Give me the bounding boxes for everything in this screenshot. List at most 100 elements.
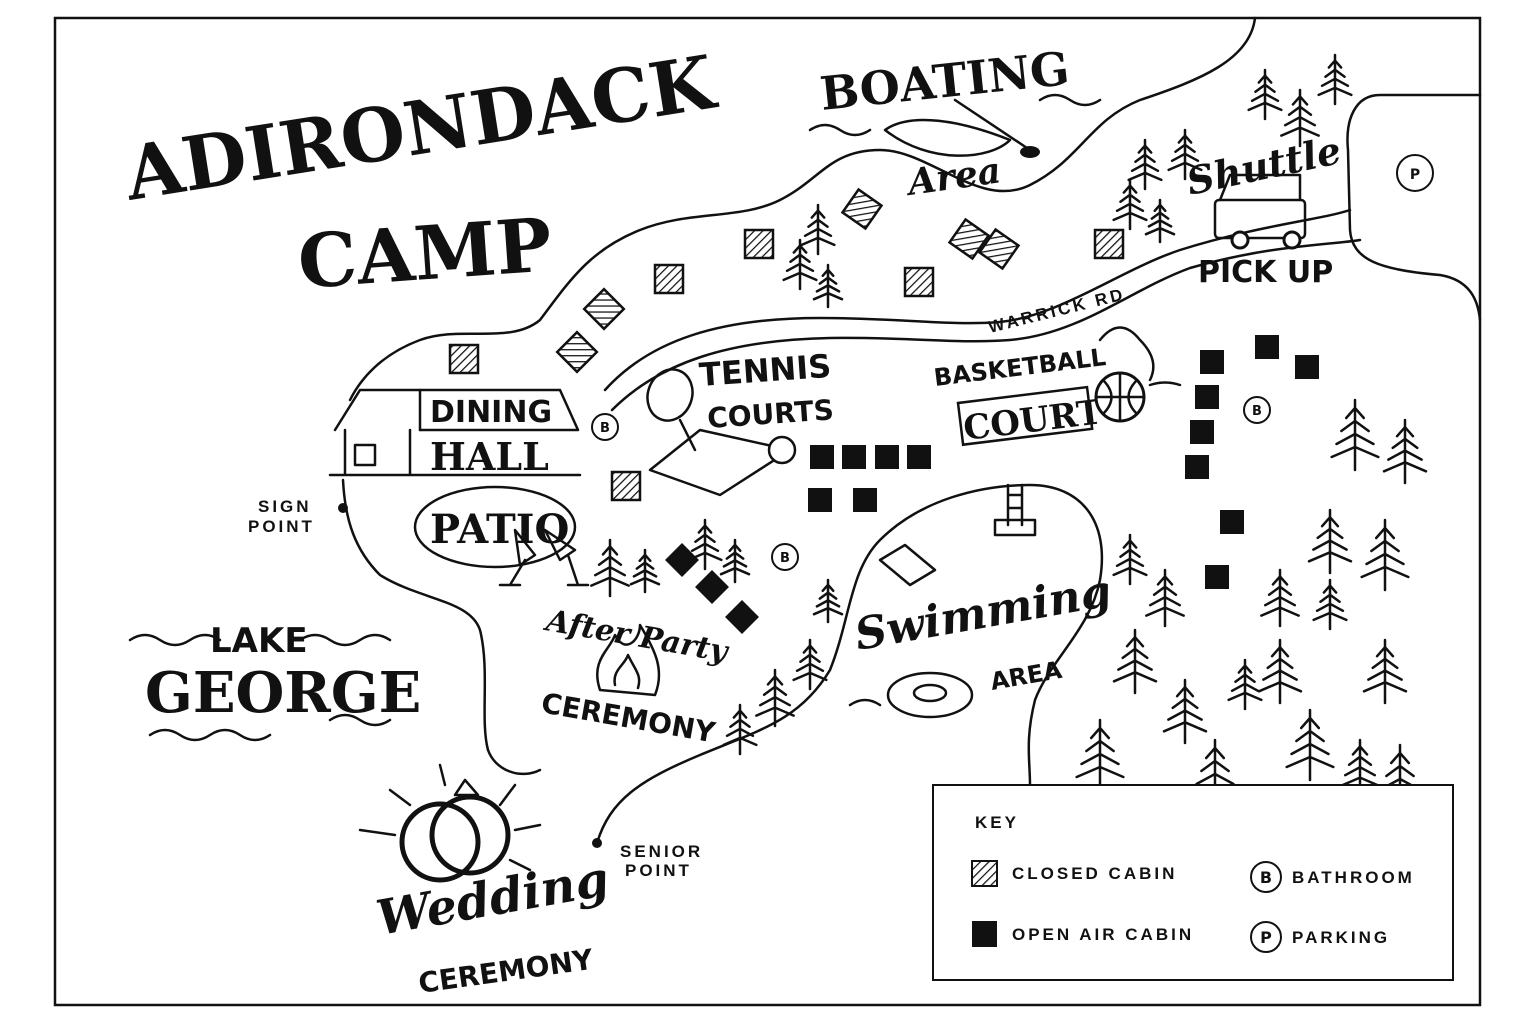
lake-waves bbox=[128, 633, 392, 742]
pine-tree-icon bbox=[1227, 658, 1263, 711]
open-air-cabin bbox=[1200, 350, 1224, 374]
svg-text:B: B bbox=[1252, 404, 1262, 419]
open-air-cabin bbox=[665, 543, 699, 577]
open-air-cabin bbox=[853, 488, 877, 512]
tennis-label: TENNIS bbox=[698, 347, 833, 394]
champagne-glasses-icon bbox=[498, 528, 590, 587]
trees bbox=[590, 53, 1428, 817]
open-air-cabin bbox=[842, 445, 866, 469]
bathroom-marker: B bbox=[591, 413, 619, 441]
peninsula-shore bbox=[595, 483, 1104, 845]
closed-cabin bbox=[1093, 228, 1125, 260]
open-air-cabin bbox=[1295, 355, 1319, 379]
senior-point-marker bbox=[592, 838, 602, 848]
shoreline bbox=[341, 16, 1257, 752]
map-title-line2: CAMP bbox=[295, 202, 554, 305]
bathroom-key-letter: B bbox=[1260, 868, 1272, 887]
open-air-cabin bbox=[695, 570, 729, 604]
pine-tree-icon bbox=[792, 638, 828, 691]
pine-tree-icon bbox=[812, 263, 844, 309]
parking-key-icon bbox=[1250, 921, 1282, 953]
closed-cabin bbox=[582, 287, 626, 331]
parking-key-letter: P bbox=[1260, 928, 1272, 947]
court-sign bbox=[956, 385, 1094, 447]
pine-tree-icon bbox=[1127, 138, 1163, 191]
key-bathroom: BATHROOM bbox=[1292, 868, 1415, 887]
senior-point-label-1: SENIOR bbox=[620, 842, 703, 861]
pine-tree-icon bbox=[1112, 178, 1148, 231]
canoe-icon bbox=[808, 93, 1102, 158]
pine-tree-icon bbox=[1382, 418, 1428, 485]
pine-tree-icon bbox=[590, 538, 630, 598]
pine-tree-icon bbox=[1112, 533, 1148, 586]
closed-cabin bbox=[977, 227, 1021, 271]
patio-label: PATIO bbox=[430, 506, 569, 553]
open-air-cabin bbox=[1185, 455, 1209, 479]
pine-tree-icon bbox=[1285, 708, 1335, 782]
dock-ladder-icon bbox=[878, 483, 1037, 587]
closed-cabin bbox=[743, 228, 775, 260]
svg-text:B: B bbox=[600, 421, 610, 436]
closed-cabin bbox=[653, 263, 685, 295]
open-air-cabin bbox=[725, 600, 759, 634]
pine-tree-icon bbox=[687, 518, 723, 571]
map-key: KEY CLOSED CABIN OPEN AIR CABIN B BATHRO… bbox=[932, 784, 1454, 981]
pine-tree-icon bbox=[629, 548, 661, 594]
key-closed-cabin: CLOSED CABIN bbox=[1012, 864, 1177, 883]
open-air-cabin bbox=[1205, 565, 1229, 589]
bathroom-marker: B bbox=[771, 543, 799, 571]
bathroom-key-icon bbox=[1250, 861, 1282, 893]
pine-tree-icon bbox=[722, 703, 758, 756]
open-air-cabin bbox=[810, 445, 834, 469]
swim-ring-icon bbox=[848, 671, 974, 719]
sign-point-label-1: SIGN bbox=[258, 497, 312, 516]
pine-tree-icon bbox=[1075, 718, 1125, 792]
open-air-cabin bbox=[875, 445, 899, 469]
pine-tree-icon bbox=[755, 668, 795, 728]
pine-tree-icon bbox=[1307, 508, 1353, 575]
open-air-cabin bbox=[1255, 335, 1279, 359]
open-air-cabin-swatch bbox=[972, 921, 997, 947]
patio-bubble bbox=[413, 485, 577, 569]
campfire-icon bbox=[596, 623, 661, 697]
bathroom-marker: B bbox=[1243, 396, 1271, 424]
closed-cabin bbox=[903, 266, 935, 298]
pine-tree-icon bbox=[1330, 398, 1380, 472]
svg-text:P: P bbox=[1410, 167, 1420, 183]
senior-point-label-2: POINT bbox=[625, 861, 692, 880]
pine-tree-icon bbox=[1144, 198, 1176, 244]
shuttle-cart-icon bbox=[1213, 173, 1307, 250]
pine-tree-icon bbox=[1167, 128, 1203, 181]
sign-point-marker bbox=[338, 503, 348, 513]
pine-tree-icon bbox=[1362, 638, 1408, 705]
pine-tree-icon bbox=[1257, 638, 1303, 705]
open-air-cabin bbox=[808, 488, 832, 512]
warrick-road-edge bbox=[610, 238, 1362, 412]
pine-tree-icon bbox=[1260, 568, 1300, 628]
pine-tree-icon bbox=[1162, 678, 1208, 745]
closed-cabin bbox=[947, 217, 991, 261]
open-air-cabin bbox=[1220, 510, 1244, 534]
svg-text:B: B bbox=[780, 551, 790, 566]
hall-label: HALL bbox=[430, 434, 549, 479]
pine-tree-icon bbox=[1360, 518, 1410, 592]
pine-tree-icon bbox=[1247, 68, 1283, 121]
cabins bbox=[448, 187, 1319, 634]
wedding-rings-icon bbox=[358, 763, 542, 883]
pine-tree-icon bbox=[800, 203, 836, 256]
closed-cabin bbox=[448, 343, 480, 375]
basketball-icon bbox=[1094, 326, 1182, 423]
pine-tree-icon bbox=[1112, 628, 1158, 695]
pickup-label: PICK UP bbox=[1198, 255, 1333, 290]
key-title: KEY bbox=[975, 813, 1019, 832]
closed-cabin bbox=[840, 187, 884, 231]
pine-tree-icon bbox=[1145, 568, 1185, 628]
pine-tree-icon bbox=[719, 538, 751, 584]
george-label: GEORGE bbox=[145, 660, 421, 726]
pine-tree-icon bbox=[1312, 578, 1348, 631]
open-air-cabin bbox=[1195, 385, 1219, 409]
lake-label: LAKE bbox=[210, 621, 308, 661]
closed-cabin bbox=[555, 330, 599, 374]
closed-cabin-swatch bbox=[971, 860, 998, 887]
